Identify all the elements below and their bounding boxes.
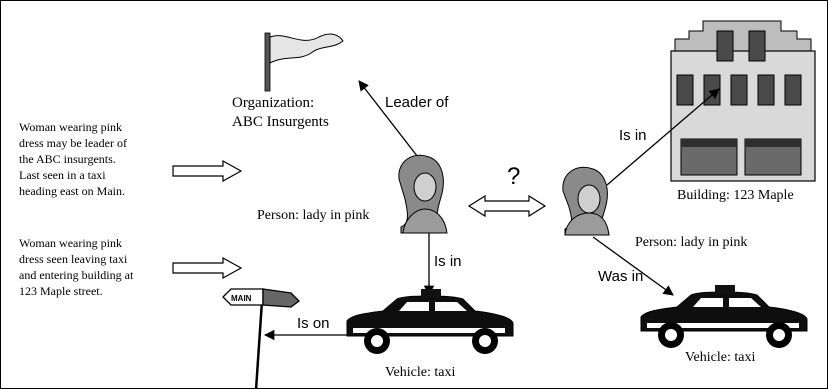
right-vehicle-label: Vehicle: taxi [685,350,755,365]
report-2-arrow [172,256,243,280]
right-is-in-edge [606,88,720,186]
street-sign-label: MAIN [231,294,252,303]
match-double-arrow [467,194,547,218]
building-icon [670,20,816,182]
left-person-label: Person: lady in pink [257,208,369,223]
right-is-in-edge-label: Is in [619,127,647,144]
report-2-text: Woman wearing pink dress seen leaving ta… [19,236,136,298]
organization-label: Organization: ABC Insurgents [232,95,329,130]
report-1-arrow [172,159,243,183]
street-sign-icon [222,288,300,388]
match-question-mark: ? [507,163,520,190]
leader-of-edge-label: Leader of [385,94,449,111]
was-in-edge [592,236,674,296]
right-person-label: Person: lady in pink [635,235,747,250]
flag-icon [264,32,344,92]
person-icon [398,154,448,234]
taxi-icon [640,285,808,348]
is-on-edge-label: Is on [297,315,330,332]
person-icon [562,166,610,236]
taxi-icon [346,289,514,354]
was-in-edge-label: Was in [598,268,643,285]
leader-of-edge [358,80,422,162]
building-label: Building: 123 Maple [677,188,794,203]
left-vehicle-label: Vehicle: taxi [385,365,455,380]
left-is-in-edge-label: Is in [434,253,462,270]
report-1-text: Woman wearing pink dress may be leader o… [19,120,130,198]
